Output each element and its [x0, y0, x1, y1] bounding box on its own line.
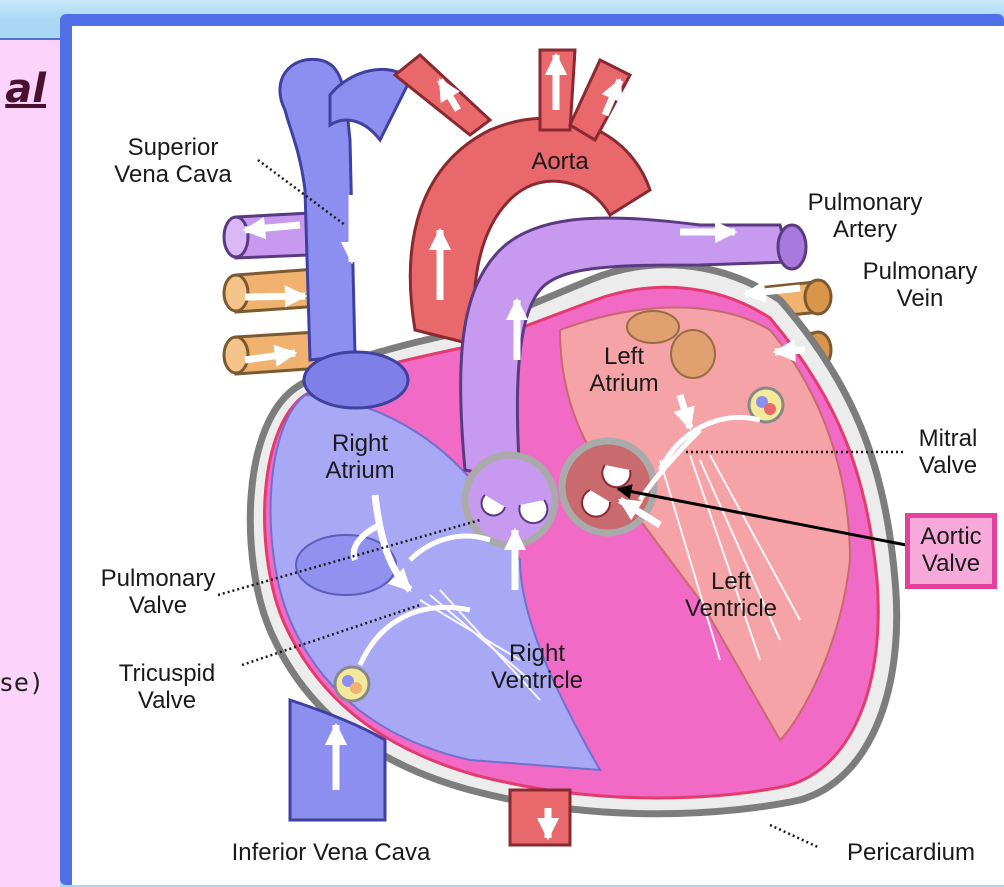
left-note-fragment: se): [0, 668, 44, 697]
pulmonary-vein-openings: [626, 310, 716, 379]
descending-aorta: [508, 788, 572, 847]
coronary-node-lower: [333, 665, 371, 703]
label-pulmonary-artery: Pulmonary Artery: [807, 189, 923, 243]
blood-flow-arrows: [242, 52, 806, 841]
label-mitral-valve: Mitral Valve: [918, 425, 978, 479]
label-pulmonary-valve: Pulmonary Valve: [100, 565, 216, 619]
mitral-valve-flaps: [637, 414, 761, 502]
label-left-ventricle: Left Ventricle: [684, 568, 778, 622]
aorta: [408, 116, 652, 347]
label-aorta: Aorta: [531, 148, 589, 175]
label-pericardium: Pericardium: [846, 839, 976, 866]
label-left-atrium: Left Atrium: [589, 343, 659, 397]
aortic-valve-pointer: [616, 484, 907, 547]
pulmonary-artery: [459, 216, 792, 482]
left-title-fragment: al: [5, 66, 46, 112]
pulmonary-artery-end: [776, 223, 808, 271]
label-tricuspid-valve: Tricuspid Valve: [118, 660, 216, 714]
label-leader-lines: [217, 158, 905, 850]
chordae-tendineae: [419, 454, 801, 701]
label-superior-vena-cava: Superior Vena Cava: [114, 134, 232, 188]
label-right-atrium: Right Atrium: [325, 430, 395, 484]
label-inferior-vena-cava: Inferior Vena Cava: [231, 839, 431, 866]
pulmonary-valve: [461, 451, 559, 549]
tricuspid-valve-flaps: [357, 533, 491, 667]
label-right-ventricle: Right Ventricle: [490, 640, 584, 694]
aortic-valve-highlight-box: [905, 513, 997, 589]
aortic-valve: [558, 437, 658, 537]
coronary-node-upper: [747, 386, 785, 424]
label-aortic-valve: Aortic Valve: [920, 523, 982, 577]
aortic-branches: [392, 48, 633, 143]
left-slide-panel: al se): [0, 38, 60, 887]
svc-opening: [302, 350, 410, 410]
label-pulmonary-vein: Pulmonary Vein: [862, 258, 978, 312]
